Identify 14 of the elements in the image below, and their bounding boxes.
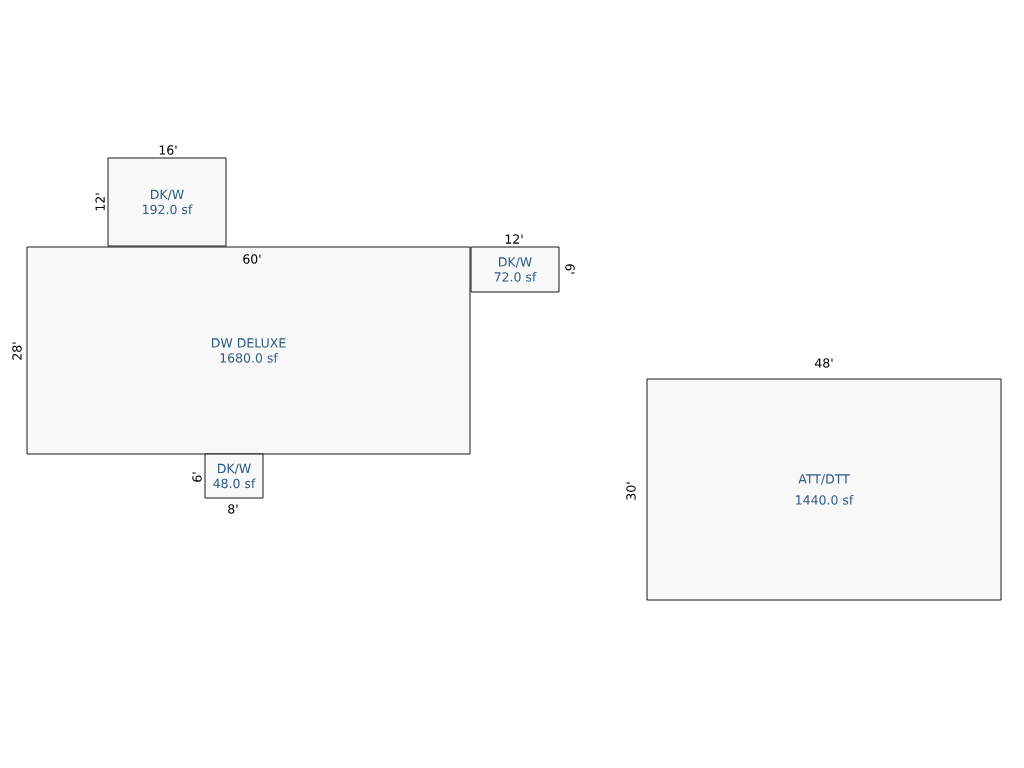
dimension-label: 6' (192, 472, 202, 482)
room-box: DK/W 48.0 sf (204, 453, 264, 499)
room-box: DK/W 192.0 sf (107, 157, 227, 247)
dimension-label: 48' (814, 358, 833, 368)
room-box: ATT/DTT 1440.0 sf (646, 378, 1002, 601)
dimension-label: 6' (565, 264, 575, 274)
dimension-label: 12' (95, 193, 105, 211)
dimension-label: 12' (505, 234, 523, 244)
dimension-label: 16' (159, 145, 177, 155)
dimension-label: 60' (243, 254, 261, 264)
dimension-label: 28' (12, 342, 22, 360)
dimension-label: 8' (228, 504, 238, 514)
room-box: DK/W 72.0 sf (470, 246, 560, 293)
dimension-label: 30' (626, 482, 636, 500)
